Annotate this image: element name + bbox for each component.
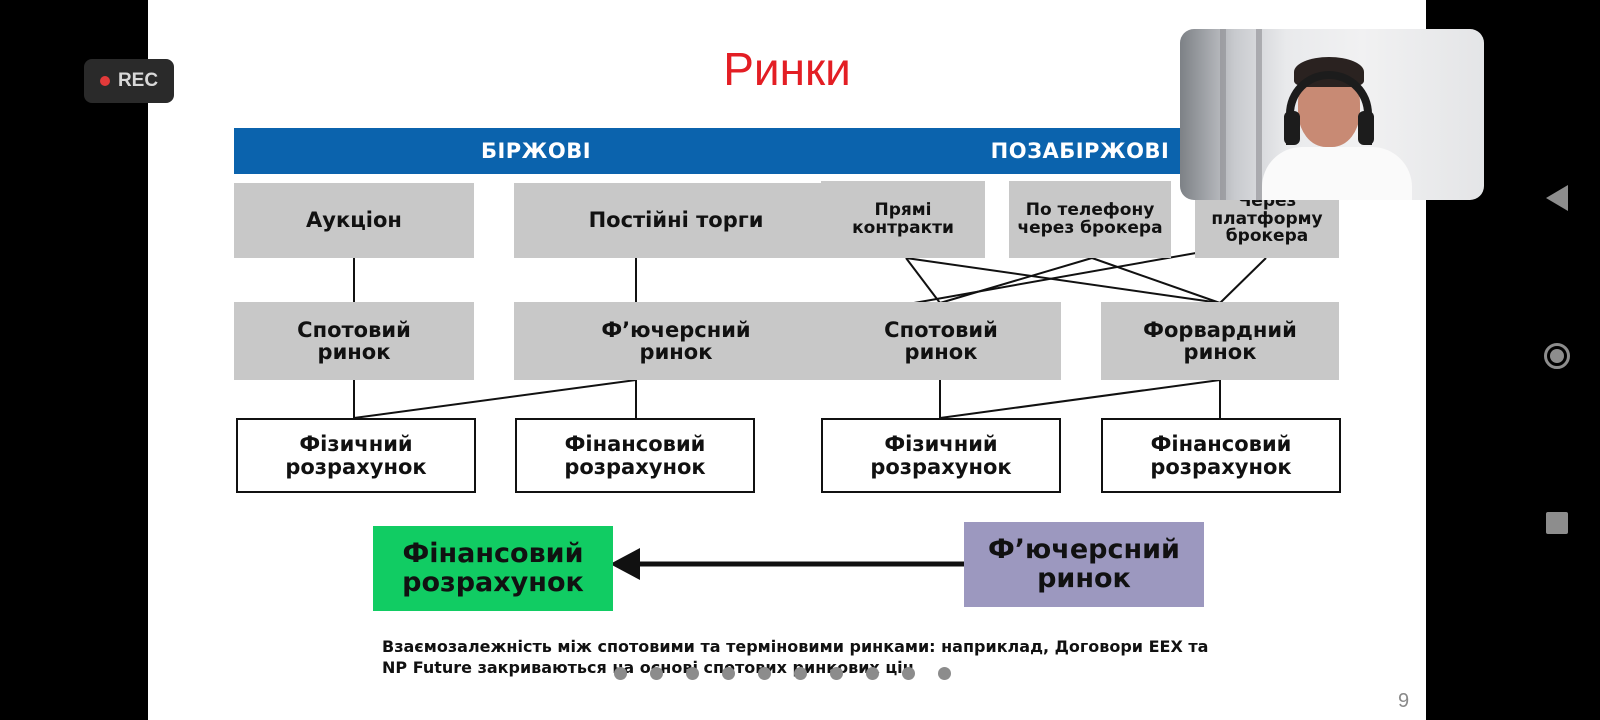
background-curtain bbox=[1256, 29, 1262, 200]
connector-futures-physical bbox=[353, 379, 637, 419]
connector-direct-forward bbox=[905, 257, 1221, 304]
slide-title: Ринки bbox=[723, 43, 851, 95]
pager-dot[interactable] bbox=[902, 667, 915, 680]
slide-pager[interactable] bbox=[614, 667, 951, 680]
connector-phone-forward bbox=[1091, 257, 1221, 304]
headphone-ear-left bbox=[1284, 111, 1300, 145]
phone-broker-box: По телефону через брокера bbox=[1009, 181, 1171, 258]
futures-market-box: Ф’ючерсний ринок bbox=[514, 302, 838, 380]
otc-spot-market-box: Спотовий ринок bbox=[821, 302, 1061, 380]
auction-box: Аукціон bbox=[234, 183, 474, 258]
slide-caption: Взаємозалежність між спотовими та термін… bbox=[382, 636, 1362, 678]
pager-dot[interactable] bbox=[830, 667, 843, 680]
pager-dot[interactable] bbox=[758, 667, 771, 680]
exchange-spot-market-box: Спотовий ринок bbox=[234, 302, 474, 380]
recording-indicator: REC bbox=[84, 59, 174, 103]
pager-dot[interactable] bbox=[650, 667, 663, 680]
pager-dot[interactable] bbox=[938, 667, 951, 680]
double-arrow-icon bbox=[610, 548, 996, 580]
headphone-ear-right bbox=[1358, 111, 1374, 145]
futures-market-highlight: Ф’ючерсний ринок bbox=[964, 522, 1204, 607]
exchange-physical-settlement-box: Фізичний розрахунок bbox=[236, 418, 476, 493]
connector-direct-spot bbox=[905, 257, 941, 304]
pager-dot[interactable] bbox=[722, 667, 735, 680]
otc-physical-settlement-box: Фізичний розрахунок bbox=[821, 418, 1061, 493]
background-curtain bbox=[1220, 29, 1226, 200]
headphones-icon bbox=[1286, 71, 1372, 145]
otc-financial-settlement-box: Фінансовий розрахунок bbox=[1101, 418, 1341, 493]
connector-forward-physical bbox=[939, 379, 1221, 419]
continuous-trading-box: Постійні торги bbox=[514, 183, 838, 258]
pager-dot[interactable] bbox=[866, 667, 879, 680]
exchange-header: БІРЖОВІ bbox=[234, 128, 838, 174]
back-triangle-icon[interactable] bbox=[1546, 185, 1568, 211]
connector-platform-forward bbox=[1219, 257, 1267, 304]
pager-dot[interactable] bbox=[686, 667, 699, 680]
financial-settlement-highlight: Фінансовий розрахунок bbox=[373, 526, 613, 611]
direct-contracts-box: Прямі контракти bbox=[821, 181, 985, 258]
record-dot-icon bbox=[99, 76, 110, 86]
connector-phone-spot bbox=[939, 257, 1093, 304]
recording-label: REC bbox=[117, 70, 159, 91]
recents-square-icon[interactable] bbox=[1546, 512, 1568, 534]
exchange-financial-settlement-box: Фінансовий розрахунок bbox=[515, 418, 755, 493]
presenter-video[interactable] bbox=[1180, 29, 1484, 200]
page-number: 9 bbox=[1398, 690, 1410, 712]
caption-line-1: Взаємозалежність між спотовими та термін… bbox=[382, 637, 1209, 656]
connector-platform-spot bbox=[913, 252, 1197, 304]
caption-line-2: NP Future закриваються на основі спотови… bbox=[382, 658, 914, 677]
home-circle-icon[interactable] bbox=[1544, 343, 1570, 369]
forward-market-box: Форвардний ринок bbox=[1101, 302, 1339, 380]
pager-dot[interactable] bbox=[614, 667, 627, 680]
system-navigation-bar bbox=[1514, 0, 1600, 720]
pager-dot[interactable] bbox=[794, 667, 807, 680]
presenter-shirt bbox=[1262, 147, 1412, 200]
